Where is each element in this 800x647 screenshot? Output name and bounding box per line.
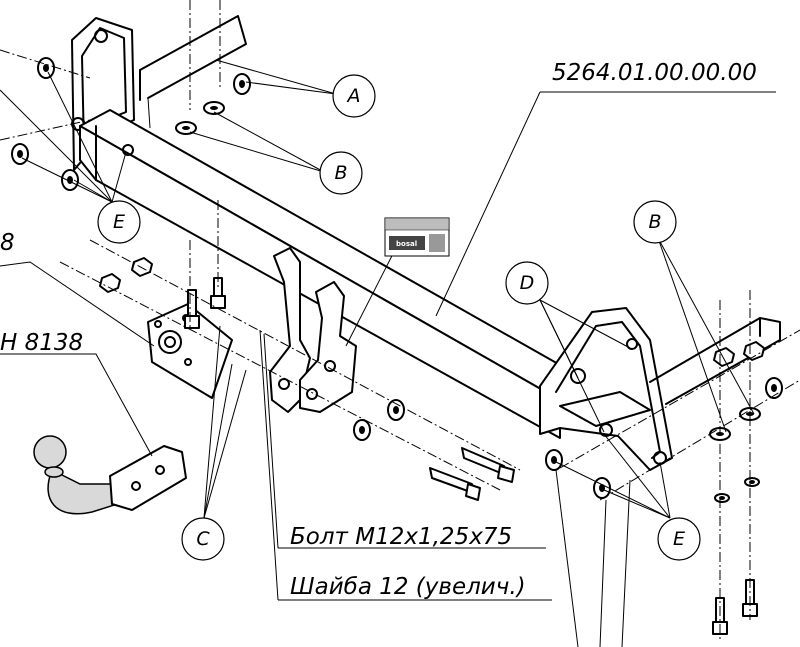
leader-lines: [0, 59, 776, 647]
bolt-vertical-left-2: [210, 277, 226, 309]
callout-b-top-label: B: [334, 162, 347, 184]
socket-mounting-plate: [147, 303, 233, 399]
bolt-vertical-right-2: [742, 579, 758, 617]
callout-d: D: [505, 261, 549, 305]
bolt-vertical-left-1: [184, 289, 200, 329]
partial-label-top: 8: [0, 230, 15, 256]
right-mounting-bracket: [539, 307, 673, 471]
vehicle-frame-member-right: [649, 317, 781, 405]
callout-a: A: [332, 74, 376, 118]
tow-ball-neck: [33, 435, 187, 515]
vehicle-frame-member-left: [139, 15, 247, 129]
callout-e-right: E: [657, 517, 701, 561]
washer-note: Шайба 12 (увелич.): [290, 574, 526, 600]
callout-b-right: B: [633, 200, 677, 244]
callout-d-label: D: [520, 272, 535, 294]
callout-b-top: B: [319, 151, 363, 195]
main-cross-beam: [79, 109, 591, 439]
drawing-number: 5264.01.00.00.00: [552, 60, 757, 86]
bolt-long-1: [429, 467, 481, 501]
callout-e-left: E: [97, 200, 141, 244]
plate-brand: bosal: [396, 240, 417, 248]
callout-b-right-label: B: [648, 211, 661, 233]
callout-a-label: A: [346, 85, 361, 107]
partial-label-mid: Н 8138: [0, 330, 83, 356]
callout-e-right-label: E: [673, 528, 685, 550]
center-bracket-pair: [269, 247, 357, 413]
bolt-note: Болт М12х1,25х75: [290, 524, 512, 550]
callout-e-left-label: E: [113, 211, 125, 233]
manufacturer-plate: bosal: [384, 217, 450, 257]
callout-c: C: [181, 517, 225, 561]
bolt-long-2: [461, 447, 515, 483]
callout-c-label: C: [196, 528, 210, 550]
